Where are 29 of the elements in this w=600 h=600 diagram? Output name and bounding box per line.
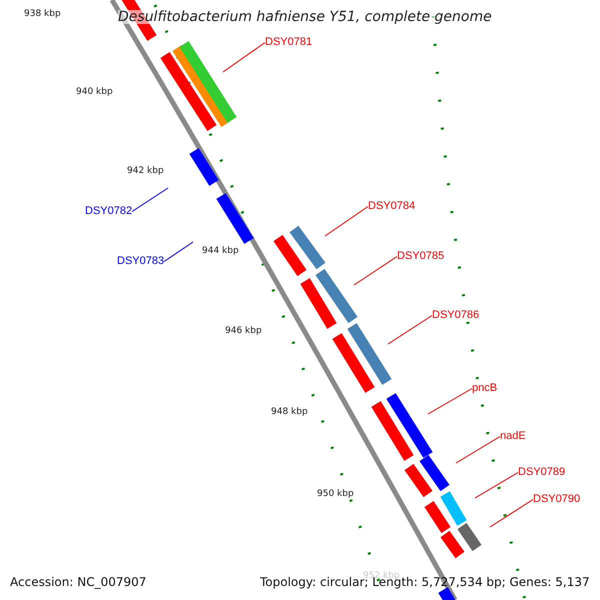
gene-label: DSY0783 <box>117 256 164 267</box>
leader-line <box>474 472 518 498</box>
position-label: 950 kbp <box>317 490 354 499</box>
leader-line <box>164 242 194 262</box>
leader-line <box>324 206 368 236</box>
gene-label: DSY0785 <box>397 251 444 262</box>
position-label: 940 kbp <box>76 88 113 97</box>
leader-line <box>456 436 500 464</box>
map-title: Desulfitobacterium hafniense Y51, complete genome <box>118 10 492 24</box>
position-label: 946 kbp <box>225 327 262 336</box>
gene-label: DSY0782 <box>85 206 132 217</box>
leader-line <box>354 256 398 286</box>
gene-label: DSY0781 <box>265 37 312 48</box>
leader-line <box>428 388 472 414</box>
gene-label: DSY0789 <box>518 467 566 478</box>
position-label: 948 kbp <box>271 408 308 417</box>
accession-note: Accession: NC_007907 <box>10 576 146 588</box>
position-label: 944 kbp <box>202 247 239 256</box>
leader-line <box>388 315 432 344</box>
position-label: 938 kbp <box>24 10 61 19</box>
leader-line <box>222 42 266 72</box>
gene-label: DSY0790 <box>533 494 580 505</box>
leader-line <box>132 188 168 212</box>
gene-label: nadE <box>500 431 526 442</box>
gene-label: DSY0784 <box>368 201 416 212</box>
gene-label: DSY0786 <box>432 310 480 321</box>
position-label: 942 kbp <box>127 167 164 176</box>
leader-line <box>490 499 534 528</box>
gene-label: pncB <box>472 383 498 394</box>
